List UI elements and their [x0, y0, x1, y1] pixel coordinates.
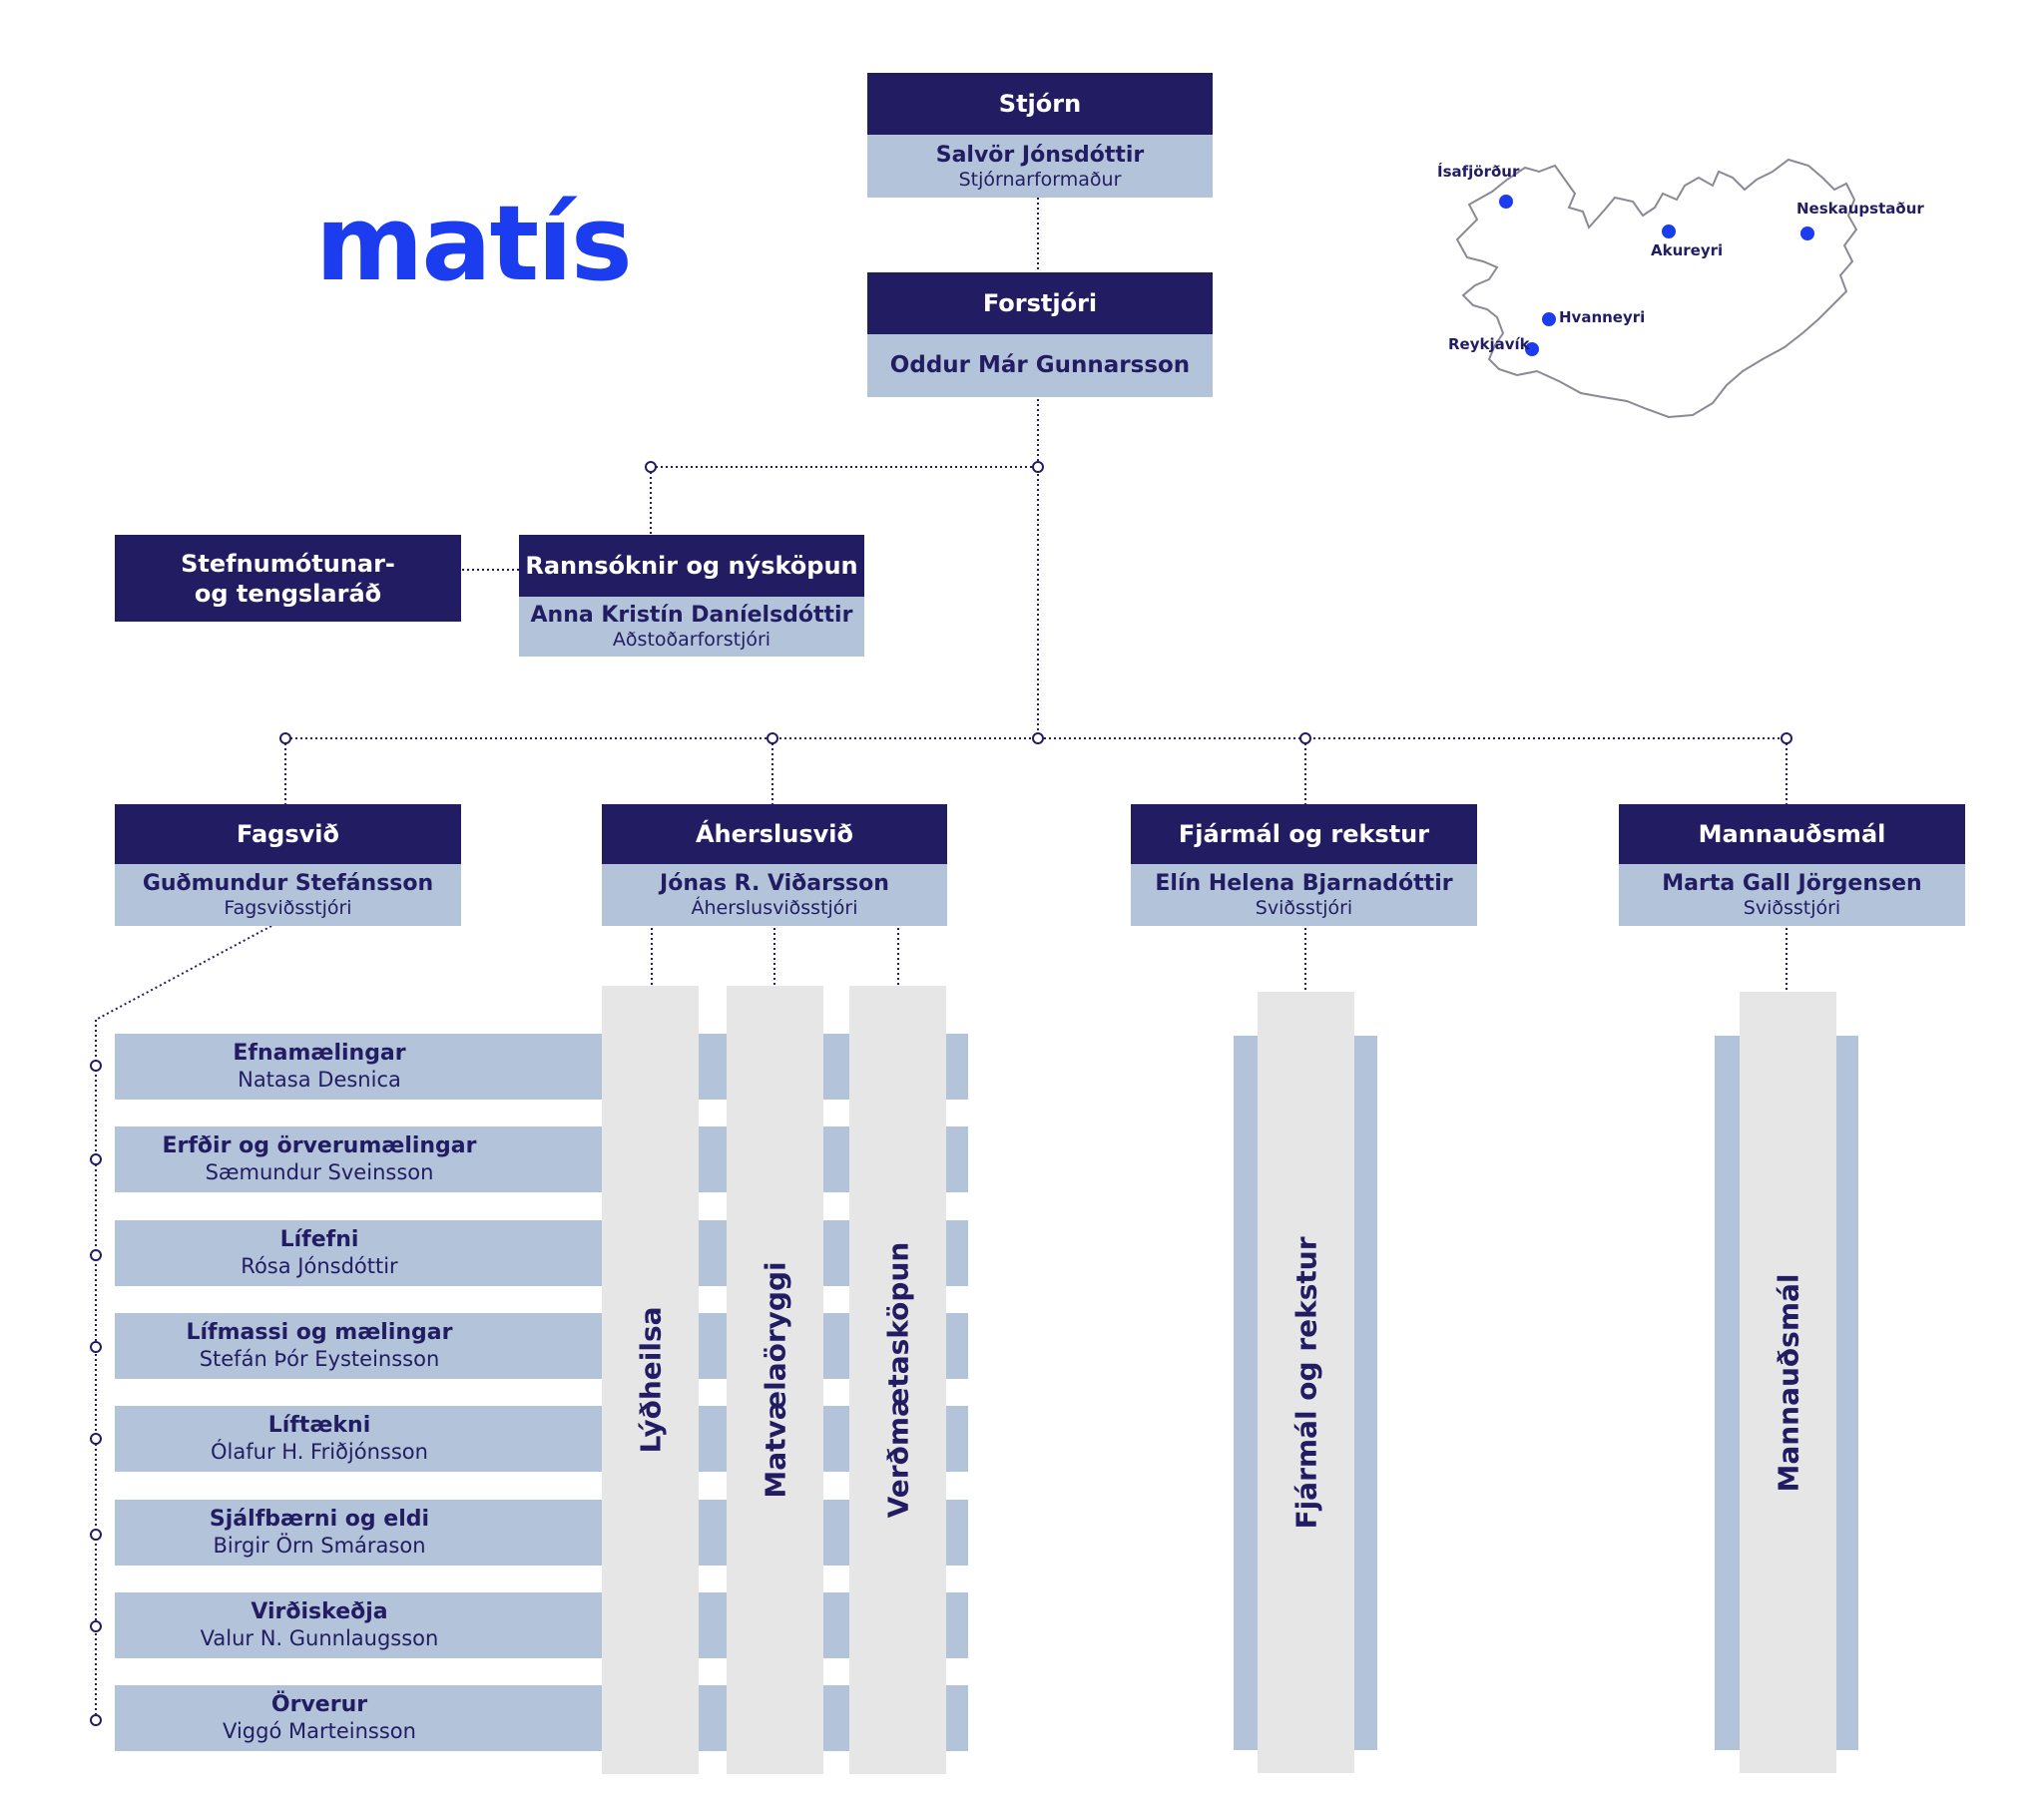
- fagsvid-head-name: Guðmundur Stefánsson: [142, 871, 434, 896]
- map-label-neskaupstadur: Neskaupstaður: [1796, 200, 1924, 218]
- mannaudsmal-title: Mannauðsmál: [1619, 804, 1965, 864]
- ceo-box: Oddur Már Gunnarsson: [867, 334, 1213, 397]
- focus-column-matvaelaoryggi: Matvælaöryggi: [727, 986, 823, 1774]
- mannaudsmal-column-label: Mannauðsmál: [1772, 1272, 1804, 1493]
- department-head: Sæmundur Sveinsson: [205, 1160, 434, 1184]
- department-row: Líftækni Ólafur H. Friðjónsson: [115, 1406, 968, 1472]
- council-line1: Stefnumótunar-: [181, 549, 395, 578]
- fagsvid-title: Fagsvið: [115, 804, 461, 864]
- fagsvid-head-box: Guðmundur Stefánsson Fagsviðsstjóri: [115, 864, 461, 926]
- department-name: Lífefni: [279, 1227, 359, 1252]
- board-chair-name: Salvör Jónsdóttir: [935, 142, 1145, 168]
- department-name: Erfðir og örverumælingar: [162, 1133, 477, 1158]
- board-chair-role: Stjórnarformaður: [958, 168, 1122, 191]
- department-head: Ólafur H. Friðjónsson: [211, 1440, 428, 1464]
- matis-logo: matís: [315, 183, 633, 304]
- fjarmal-head-name: Elín Helena Bjarnadóttir: [1155, 871, 1453, 896]
- mannaudsmal-head-name: Marta Gall Jörgensen: [1662, 871, 1922, 896]
- focus-column-label: Lýðheilsa: [634, 1306, 667, 1454]
- iceland-map: [1455, 158, 1858, 419]
- focus-column-verdmaetaskopun: Verðmætasköpun: [849, 986, 946, 1774]
- department-name: Sjálfbærni og eldi: [209, 1507, 430, 1532]
- department-name: Efnamælingar: [233, 1041, 406, 1066]
- department-head: Viggó Marteinsson: [223, 1719, 416, 1743]
- department-row: Efnamælingar Natasa Desnica: [115, 1034, 968, 1100]
- department-row: Sjálfbærni og eldi Birgir Örn Smárason: [115, 1500, 968, 1566]
- fjarmal-head-role: Sviðsstjóri: [1255, 897, 1353, 919]
- department-row: Lífmassi og mælingar Stefán Þór Eysteins…: [115, 1313, 968, 1379]
- department-name: Líftækni: [267, 1413, 371, 1438]
- department-row: Erfðir og örverumælingar Sæmundur Sveins…: [115, 1126, 968, 1192]
- research-title: Rannsóknir og nýsköpun: [519, 535, 864, 597]
- department-head: Valur N. Gunnlaugsson: [200, 1626, 439, 1650]
- research-head-box: Anna Kristín Daníelsdóttir Aðstoðarforst…: [519, 597, 864, 657]
- department-row: Lífefni Rósa Jónsdóttir: [115, 1220, 968, 1286]
- fjarmal-column-label: Fjármál og rekstur: [1289, 1235, 1322, 1530]
- map-label-hvanneyri: Hvanneyri: [1559, 308, 1646, 326]
- board-chair-box: Salvör Jónsdóttir Stjórnarformaður: [867, 135, 1213, 198]
- research-head-role: Aðstoðarforstjóri: [612, 629, 771, 651]
- mannaudsmal-column: Mannauðsmál: [1740, 992, 1836, 1773]
- department-name: Lífmassi og mælingar: [186, 1320, 453, 1345]
- council-box: Stefnumótunar- og tengslaráð: [115, 535, 461, 622]
- department-head: Stefán Þór Eysteinsson: [199, 1347, 440, 1371]
- department-name: Virðiskeðja: [251, 1599, 388, 1624]
- map-label-isafjordur: Ísafjörður: [1437, 163, 1520, 181]
- department-name: Örverur: [270, 1692, 368, 1717]
- department-row: Örverur Viggó Marteinsson: [115, 1685, 968, 1751]
- ceo-title: Forstjóri: [867, 272, 1213, 334]
- aherslusvid-title: Áherslusvið: [602, 804, 947, 864]
- focus-column-label: Matvælaöryggi: [759, 1261, 791, 1499]
- fjarmal-head-box: Elín Helena Bjarnadóttir Sviðsstjóri: [1131, 864, 1477, 926]
- ceo-name: Oddur Már Gunnarsson: [889, 352, 1191, 378]
- department-head: Rósa Jónsdóttir: [241, 1254, 398, 1278]
- council-line2: og tengslaráð: [194, 579, 382, 608]
- fagsvid-head-role: Fagsviðsstjóri: [224, 897, 352, 919]
- focus-column-label: Verðmætasköpun: [881, 1241, 914, 1519]
- research-head-name: Anna Kristín Daníelsdóttir: [530, 603, 853, 628]
- focus-column-lydheilsa: Lýðheilsa: [602, 986, 699, 1774]
- department-head: Birgir Örn Smárason: [213, 1534, 426, 1558]
- aherslusvid-head-box: Jónas R. Viðarsson Áherslusviðsstjóri: [602, 864, 947, 926]
- board-title: Stjórn: [867, 73, 1213, 135]
- map-label-reykjavik: Reykjavík: [1448, 335, 1530, 353]
- aherslusvid-head-name: Jónas R. Viðarsson: [660, 871, 889, 896]
- map-label-akureyri: Akureyri: [1651, 241, 1724, 259]
- mannaudsmal-head-role: Sviðsstjóri: [1743, 897, 1841, 919]
- mannaudsmal-head-box: Marta Gall Jörgensen Sviðsstjóri: [1619, 864, 1965, 926]
- department-row: Virðiskeðja Valur N. Gunnlaugsson: [115, 1592, 968, 1658]
- fjarmal-column: Fjármál og rekstur: [1258, 992, 1354, 1773]
- aherslusvid-head-role: Áherslusviðsstjóri: [691, 897, 858, 919]
- department-head: Natasa Desnica: [238, 1068, 401, 1092]
- fjarmal-title: Fjármál og rekstur: [1131, 804, 1477, 864]
